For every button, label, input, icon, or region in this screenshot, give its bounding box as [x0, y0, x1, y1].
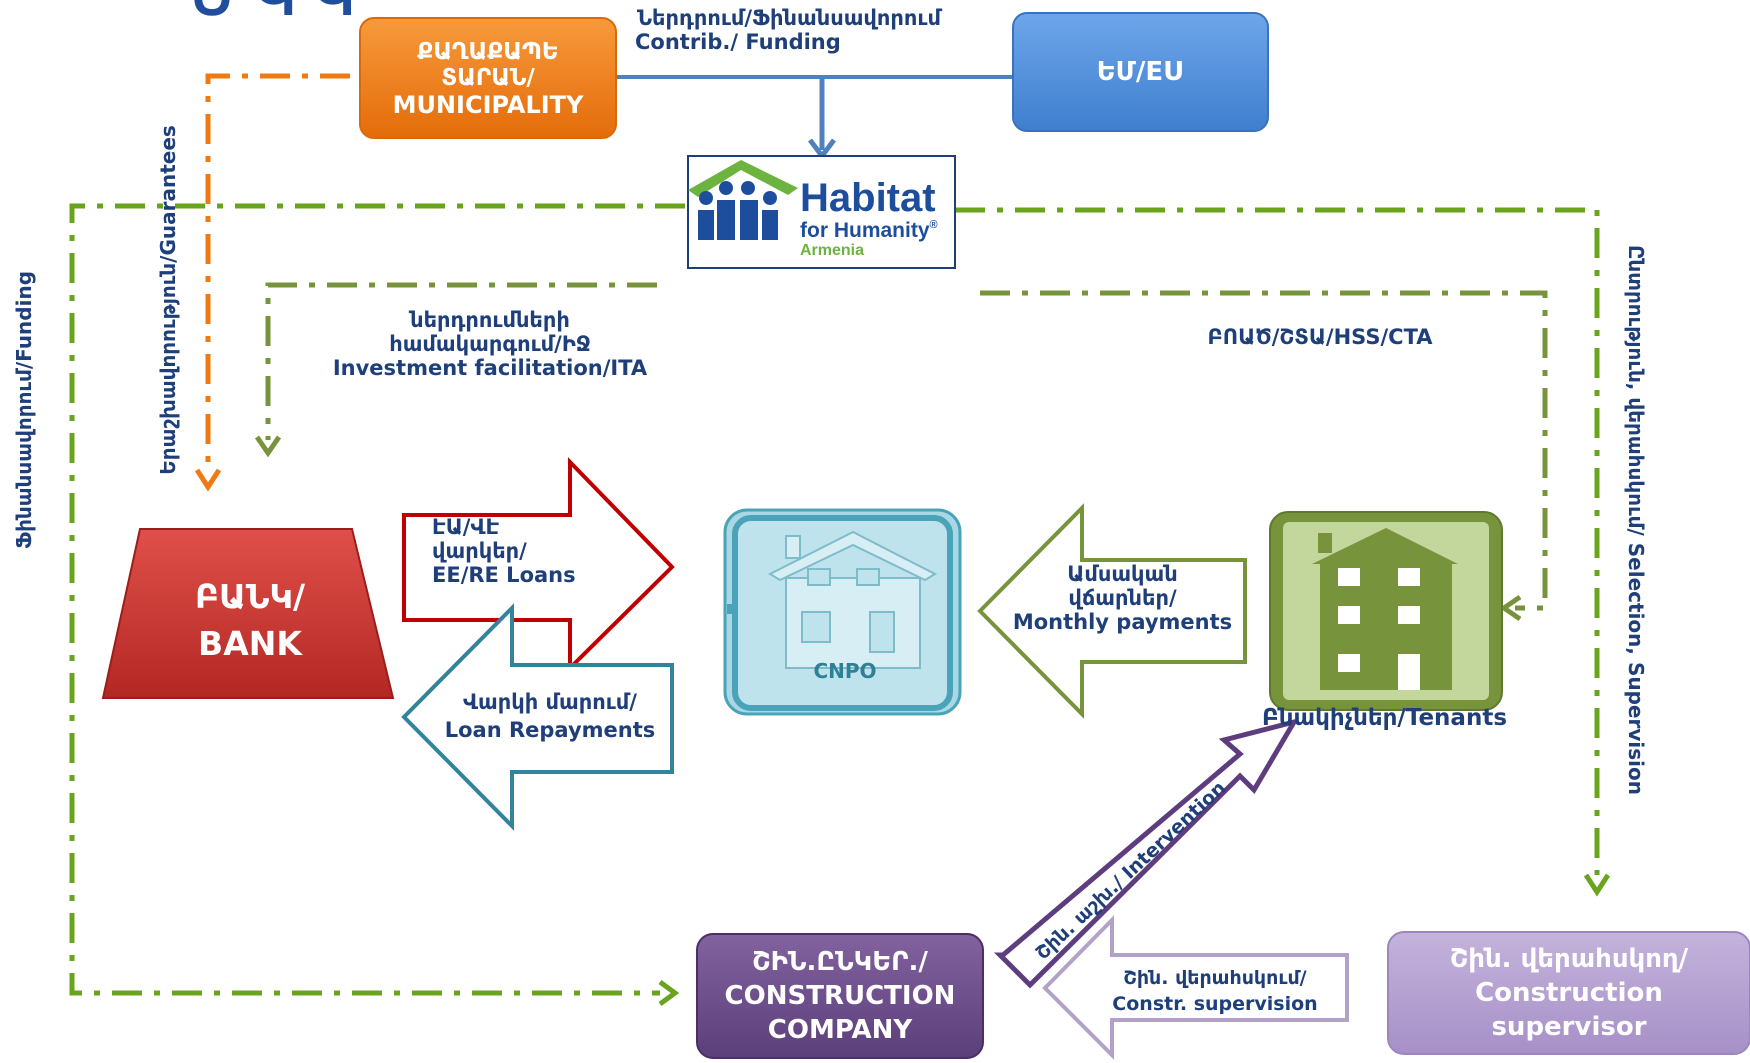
constr-supervision-line1: Շին. վերահսկում/ — [1123, 967, 1307, 989]
repayments-label: Վարկի մարում/ Loan Repayments — [430, 690, 670, 742]
contrib-funding-line2: Contrib./ Funding — [635, 30, 841, 55]
loans-line3: EE/RE Loans — [432, 563, 576, 588]
company-line1: ՇԻՆ.ԸՆԿԵՐ./ — [752, 947, 928, 978]
municipality-line3: MUNICIPALITY — [392, 91, 584, 119]
bank-shape — [101, 528, 395, 699]
house-icon — [767, 530, 938, 669]
ita-line3: Investment facilitation/ITA — [332, 356, 648, 381]
constr-supervision-line2: Constr. supervision — [1112, 992, 1318, 1015]
tenants-label: Բնակիչներ/Tenants — [1262, 705, 1562, 731]
intervention-label: Շին. աշխ./ Intervention — [1032, 777, 1231, 964]
monthly-payments-arrow — [977, 503, 1247, 719]
eu-text: ԵՄ/EU — [1096, 57, 1185, 87]
ita-connector — [265, 282, 657, 440]
hss-connector — [980, 290, 1548, 611]
loans-label: ԷԱ/ՎԷ վարկեր/ EE/RE Loans — [432, 515, 632, 587]
eu-label: ԵՄ/EU — [1013, 13, 1268, 131]
hss-arrow-head — [1499, 594, 1522, 622]
eu-box — [1012, 12, 1269, 132]
habitat-wordmark: Habitat for Humanity® Armenia — [800, 178, 960, 259]
loans-line2: վարկեր/ — [432, 539, 527, 564]
bank-label: ԲԱՆԿ/ BANK — [150, 565, 350, 675]
investment-facilitation-label: ներդրումների համակարգում/ԻՋ Investment f… — [330, 308, 650, 380]
ita-line1: ներդրումների — [410, 308, 570, 332]
selection-supervision-label: Ընտրություն, վերահսկում/ Selection, Supe… — [1624, 245, 1648, 795]
selection-arrow-head — [1583, 873, 1611, 897]
registered-mark: ® — [929, 219, 938, 231]
repayments-arrow — [401, 603, 674, 831]
contrib-funding-line1: Ներդրում/Ֆինանսավորում — [637, 6, 941, 30]
funding-green-arrow-head — [658, 979, 680, 1007]
monthly-line3: Monthly payments — [1012, 610, 1233, 635]
company-line2: CONSTRUCTION — [724, 981, 956, 1012]
construction-company-label: ՇԻՆ.ԸՆԿԵՐ./ CONSTRUCTION COMPANY — [697, 936, 983, 1058]
habitat-word: Habitat — [800, 176, 936, 220]
hss-cta-text: ԲՈԱԾ/ՇՏԱ/HSS/CTA — [1207, 325, 1433, 349]
bank-line2: BANK — [198, 624, 302, 663]
habitat-tagline: for Humanity — [800, 219, 930, 242]
habitat-country: Armenia — [800, 242, 865, 259]
municipality-line1: ՔԱՂԱՔԱՊԵ — [417, 39, 559, 65]
supervisor-line2: Construction — [1475, 978, 1663, 1009]
monthly-line1: Ամսական — [1067, 562, 1178, 586]
supervisor-line3: supervisor — [1491, 1011, 1647, 1042]
tenants-text: Բնակիչներ/Tenants — [1262, 705, 1508, 731]
loans-line1: ԷԱ/ՎԷ — [432, 515, 500, 539]
construction-company-box — [696, 933, 984, 1059]
municipality-label: ՔԱՂԱՔԱՊԵ ՏԱՐԱՆ/ MUNICIPALITY — [360, 20, 616, 138]
habitat-logo-icon — [688, 160, 798, 240]
intervention-arrow — [993, 718, 1300, 989]
ita-arrow-head — [254, 435, 282, 458]
guarantees-label: Երաշխավորություն/Guarantees — [156, 125, 180, 475]
building-icon — [1312, 528, 1458, 690]
loans-arrow — [402, 457, 675, 673]
selection-connector — [955, 207, 1600, 875]
cnpo-text: CNPO — [813, 659, 877, 683]
monthly-line2: վճարներ/ — [1068, 586, 1177, 611]
monthly-payments-label: Ամսական վճարներ/ Monthly payments — [1000, 562, 1245, 634]
company-line3: COMPANY — [767, 1014, 913, 1045]
title-fragment: Մ Կ Կ — [190, 0, 355, 27]
funding-green-connector — [69, 203, 685, 996]
supervisor-line1: Շին. վերահսկող/ — [1449, 944, 1689, 975]
guarantees-connector — [205, 73, 350, 472]
guarantees-arrow-head — [194, 468, 222, 492]
cnpo-label: CNPO — [795, 660, 895, 683]
contrib-funding-label: Ներդրում/Ֆինանսավորում Contrib./ Funding — [600, 6, 1000, 54]
constr-supervision-label: Շին. վերահսկում/ Constr. supervision — [1090, 967, 1340, 1016]
municipality-box — [359, 17, 617, 139]
funding-label: Ֆինանսավորում/Funding — [12, 270, 36, 550]
bank-line1: ԲԱՆԿ/ — [194, 577, 306, 616]
construction-supervisor-box — [1387, 931, 1750, 1055]
construction-supervisor-label: Շին. վերահսկող/ Construction supervisor — [1388, 934, 1750, 1054]
municipality-line2: ՏԱՐԱՆ/ — [441, 65, 535, 91]
repayments-line2: Loan Repayments — [444, 718, 656, 743]
repayments-line1: Վարկի մարում/ — [463, 690, 637, 714]
ita-line2: համակարգում/ԻՋ — [389, 332, 591, 357]
hss-cta-label: ԲՈԱԾ/ՇՏԱ/HSS/CTA — [1120, 325, 1520, 349]
constr-supervision-arrow — [1042, 915, 1349, 1060]
